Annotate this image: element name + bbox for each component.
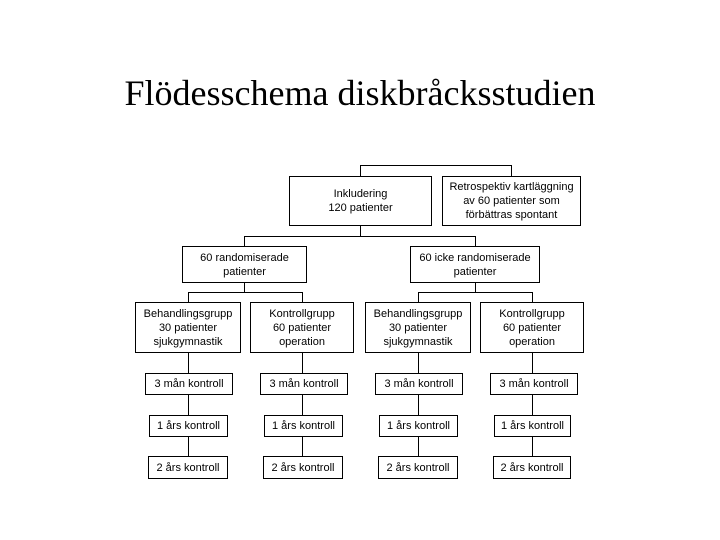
randomized-box: 60 randomiserade patienter [182,246,307,283]
group-box-4: Kontrollgrupp 60 patienter operation [480,302,584,353]
followup-1-year-1: 1 års kontroll [149,415,228,437]
followup-2-years-3: 2 års kontroll [378,456,458,479]
group-box-3: Behandlingsgrupp 30 patienter sjukgymnas… [365,302,471,353]
retrospective-box: Retrospektiv kartläggning av 60 patiente… [442,176,581,226]
followup-2-years-2: 2 års kontroll [263,456,343,479]
followup-3-months-2: 3 mån kontroll [260,373,348,395]
followup-3-months-3: 3 mån kontroll [375,373,463,395]
inclusion-split-line [244,226,476,246]
followup-1-year-4: 1 års kontroll [494,415,571,437]
top-bracket-line [360,165,512,176]
followup-1-year-3: 1 års kontroll [379,415,458,437]
non-randomized-box: 60 icke randomiserade patienter [410,246,540,283]
followup-3-months-1: 3 mån kontroll [145,373,233,395]
group-box-2: Kontrollgrupp 60 patienter operation [250,302,354,353]
non-randomized-split-line [418,283,533,302]
group-box-1: Behandlingsgrupp 30 patienter sjukgymnas… [135,302,241,353]
inclusion-box: Inkludering 120 patienter [289,176,432,226]
followup-2-years-4: 2 års kontroll [493,456,571,479]
followup-1-year-2: 1 års kontroll [264,415,343,437]
followup-3-months-4: 3 mån kontroll [490,373,578,395]
slide-title: Flödesschema diskbråcksstudien [124,73,596,113]
randomized-split-line [188,283,303,302]
followup-2-years-1: 2 års kontroll [148,456,228,479]
